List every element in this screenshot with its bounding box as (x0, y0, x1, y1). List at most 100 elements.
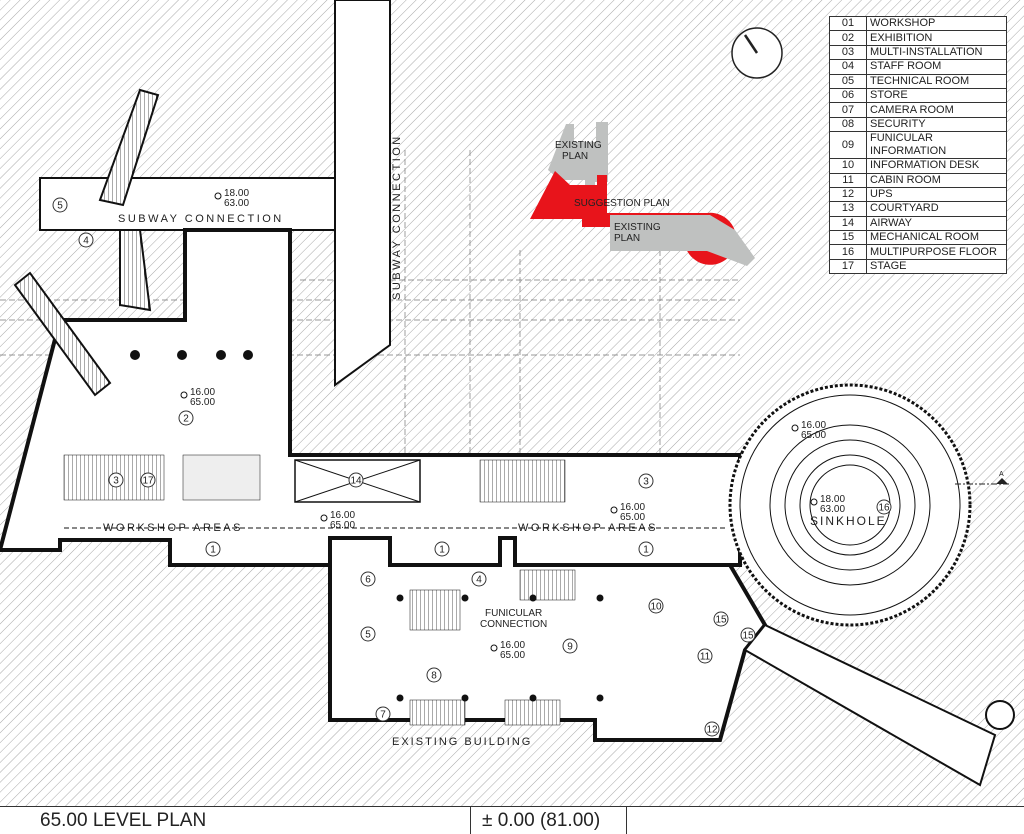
room-tag: 2 (178, 410, 194, 426)
svg-text:16.00: 16.00 (330, 510, 355, 521)
subway-connection-label: SUBWAY CONNECTION (118, 213, 284, 225)
room-tag: 5 (360, 626, 376, 642)
svg-text:3: 3 (113, 476, 119, 487)
stair-a (98, 88, 160, 207)
room-tag: 1 (434, 541, 450, 557)
legend-number: 04 (829, 59, 867, 75)
svg-text:5: 5 (365, 630, 371, 641)
svg-text:12: 12 (706, 725, 718, 736)
legend-number: 09 (829, 131, 867, 160)
existing-building-label: EXISTING BUILDING (392, 736, 532, 748)
title-cell (0, 807, 471, 834)
section-marker: A (955, 471, 1010, 485)
svg-text:16.00: 16.00 (620, 502, 645, 513)
room-tag: 10 (648, 598, 664, 614)
legend-number: 06 (829, 87, 867, 104)
funicular-label-2: CONNECTION (480, 619, 547, 630)
room-tag: 4 (471, 571, 487, 587)
svg-text:3: 3 (643, 477, 649, 488)
legend-room-name: SECURITY (866, 116, 1007, 133)
svg-text:1: 1 (643, 545, 649, 556)
legend-room-name: UPS (866, 186, 1007, 203)
stair-c (13, 271, 112, 397)
svg-text:15: 15 (715, 615, 727, 626)
svg-text:11: 11 (700, 652, 711, 663)
svg-text:65.00: 65.00 (500, 650, 525, 661)
existing-plan-label-4: PLAN (614, 233, 640, 244)
existing-plan-label-2: PLAN (562, 151, 588, 162)
legend-number: 17 (829, 258, 867, 275)
legend-number: 15 (829, 230, 867, 246)
legend-room-name: INFORMATION DESK (866, 158, 1007, 174)
legend-number: 07 (829, 102, 867, 118)
room-tags: 5 4 2 3 17 14 3 16 1 1 1 6 4 5 8 9 10 15… (52, 197, 892, 737)
room-tag: 15 (740, 627, 756, 643)
legend-number: 10 (829, 158, 867, 174)
svg-text:17: 17 (142, 476, 154, 487)
svg-text:5: 5 (57, 201, 63, 212)
room-tag: 1 (205, 541, 221, 557)
subway-connection-vertical-label: SUBWAY CONNECTION (391, 134, 403, 300)
svg-text:16: 16 (878, 503, 890, 514)
svg-text:65.00: 65.00 (190, 397, 215, 408)
legend-room-name: FUNICULAR INFORMATION (866, 131, 1007, 160)
svg-text:14: 14 (350, 476, 362, 487)
subway-corridor-vertical (334, 0, 391, 387)
title-block: 65.00 LEVEL PLAN ± 0.00 (81.00) (0, 806, 1024, 834)
level-cell (470, 807, 627, 834)
svg-text:18.00: 18.00 (820, 494, 845, 505)
existing-plan-label-1: EXISTING (555, 140, 602, 151)
legend-room-name: CABIN ROOM (866, 172, 1007, 188)
room-tag: 17 (140, 472, 156, 488)
stair-b (119, 229, 152, 312)
existing-plan-label-3: EXISTING (614, 222, 661, 233)
room-tag: 11 (697, 648, 713, 664)
svg-text:4: 4 (476, 575, 482, 586)
svg-text:16.00: 16.00 (190, 387, 215, 398)
room-tag: 7 (375, 706, 391, 722)
legend-number: 03 (829, 44, 867, 61)
legend-room-name: STAGE (866, 258, 1007, 275)
room-tag: 6 (360, 571, 376, 587)
svg-text:4: 4 (83, 236, 89, 247)
suggestion-plan-label: SUGGESTION PLAN (574, 198, 670, 209)
svg-text:63.00: 63.00 (224, 198, 249, 209)
funicular-building (328, 536, 768, 742)
svg-text:18.00: 18.00 (224, 188, 249, 199)
existing-plan-top-shape (548, 122, 608, 190)
legend-room-name: MECHANICAL ROOM (866, 230, 1007, 246)
workshop-areas-label-right: WORKSHOP AREAS (518, 522, 658, 534)
room-tag: 15 (713, 611, 729, 627)
svg-text:A: A (999, 471, 1004, 478)
svg-text:16.00: 16.00 (500, 640, 525, 651)
svg-text:6: 6 (365, 575, 371, 586)
existing-plan-bottom-shape (610, 215, 755, 266)
svg-text:1: 1 (439, 545, 445, 556)
legend-room-name: EXHIBITION (866, 30, 1007, 46)
legend-number: 05 (829, 73, 867, 89)
legend-room-name: CAMERA ROOM (866, 102, 1007, 118)
legend-room-name: WORKSHOP (866, 15, 1007, 32)
legend-number: 11 (829, 172, 867, 188)
legend-number: 08 (829, 116, 867, 133)
legend-room-name: MULTI-INSTALLATION (866, 44, 1007, 61)
room-tag: 12 (704, 721, 720, 737)
